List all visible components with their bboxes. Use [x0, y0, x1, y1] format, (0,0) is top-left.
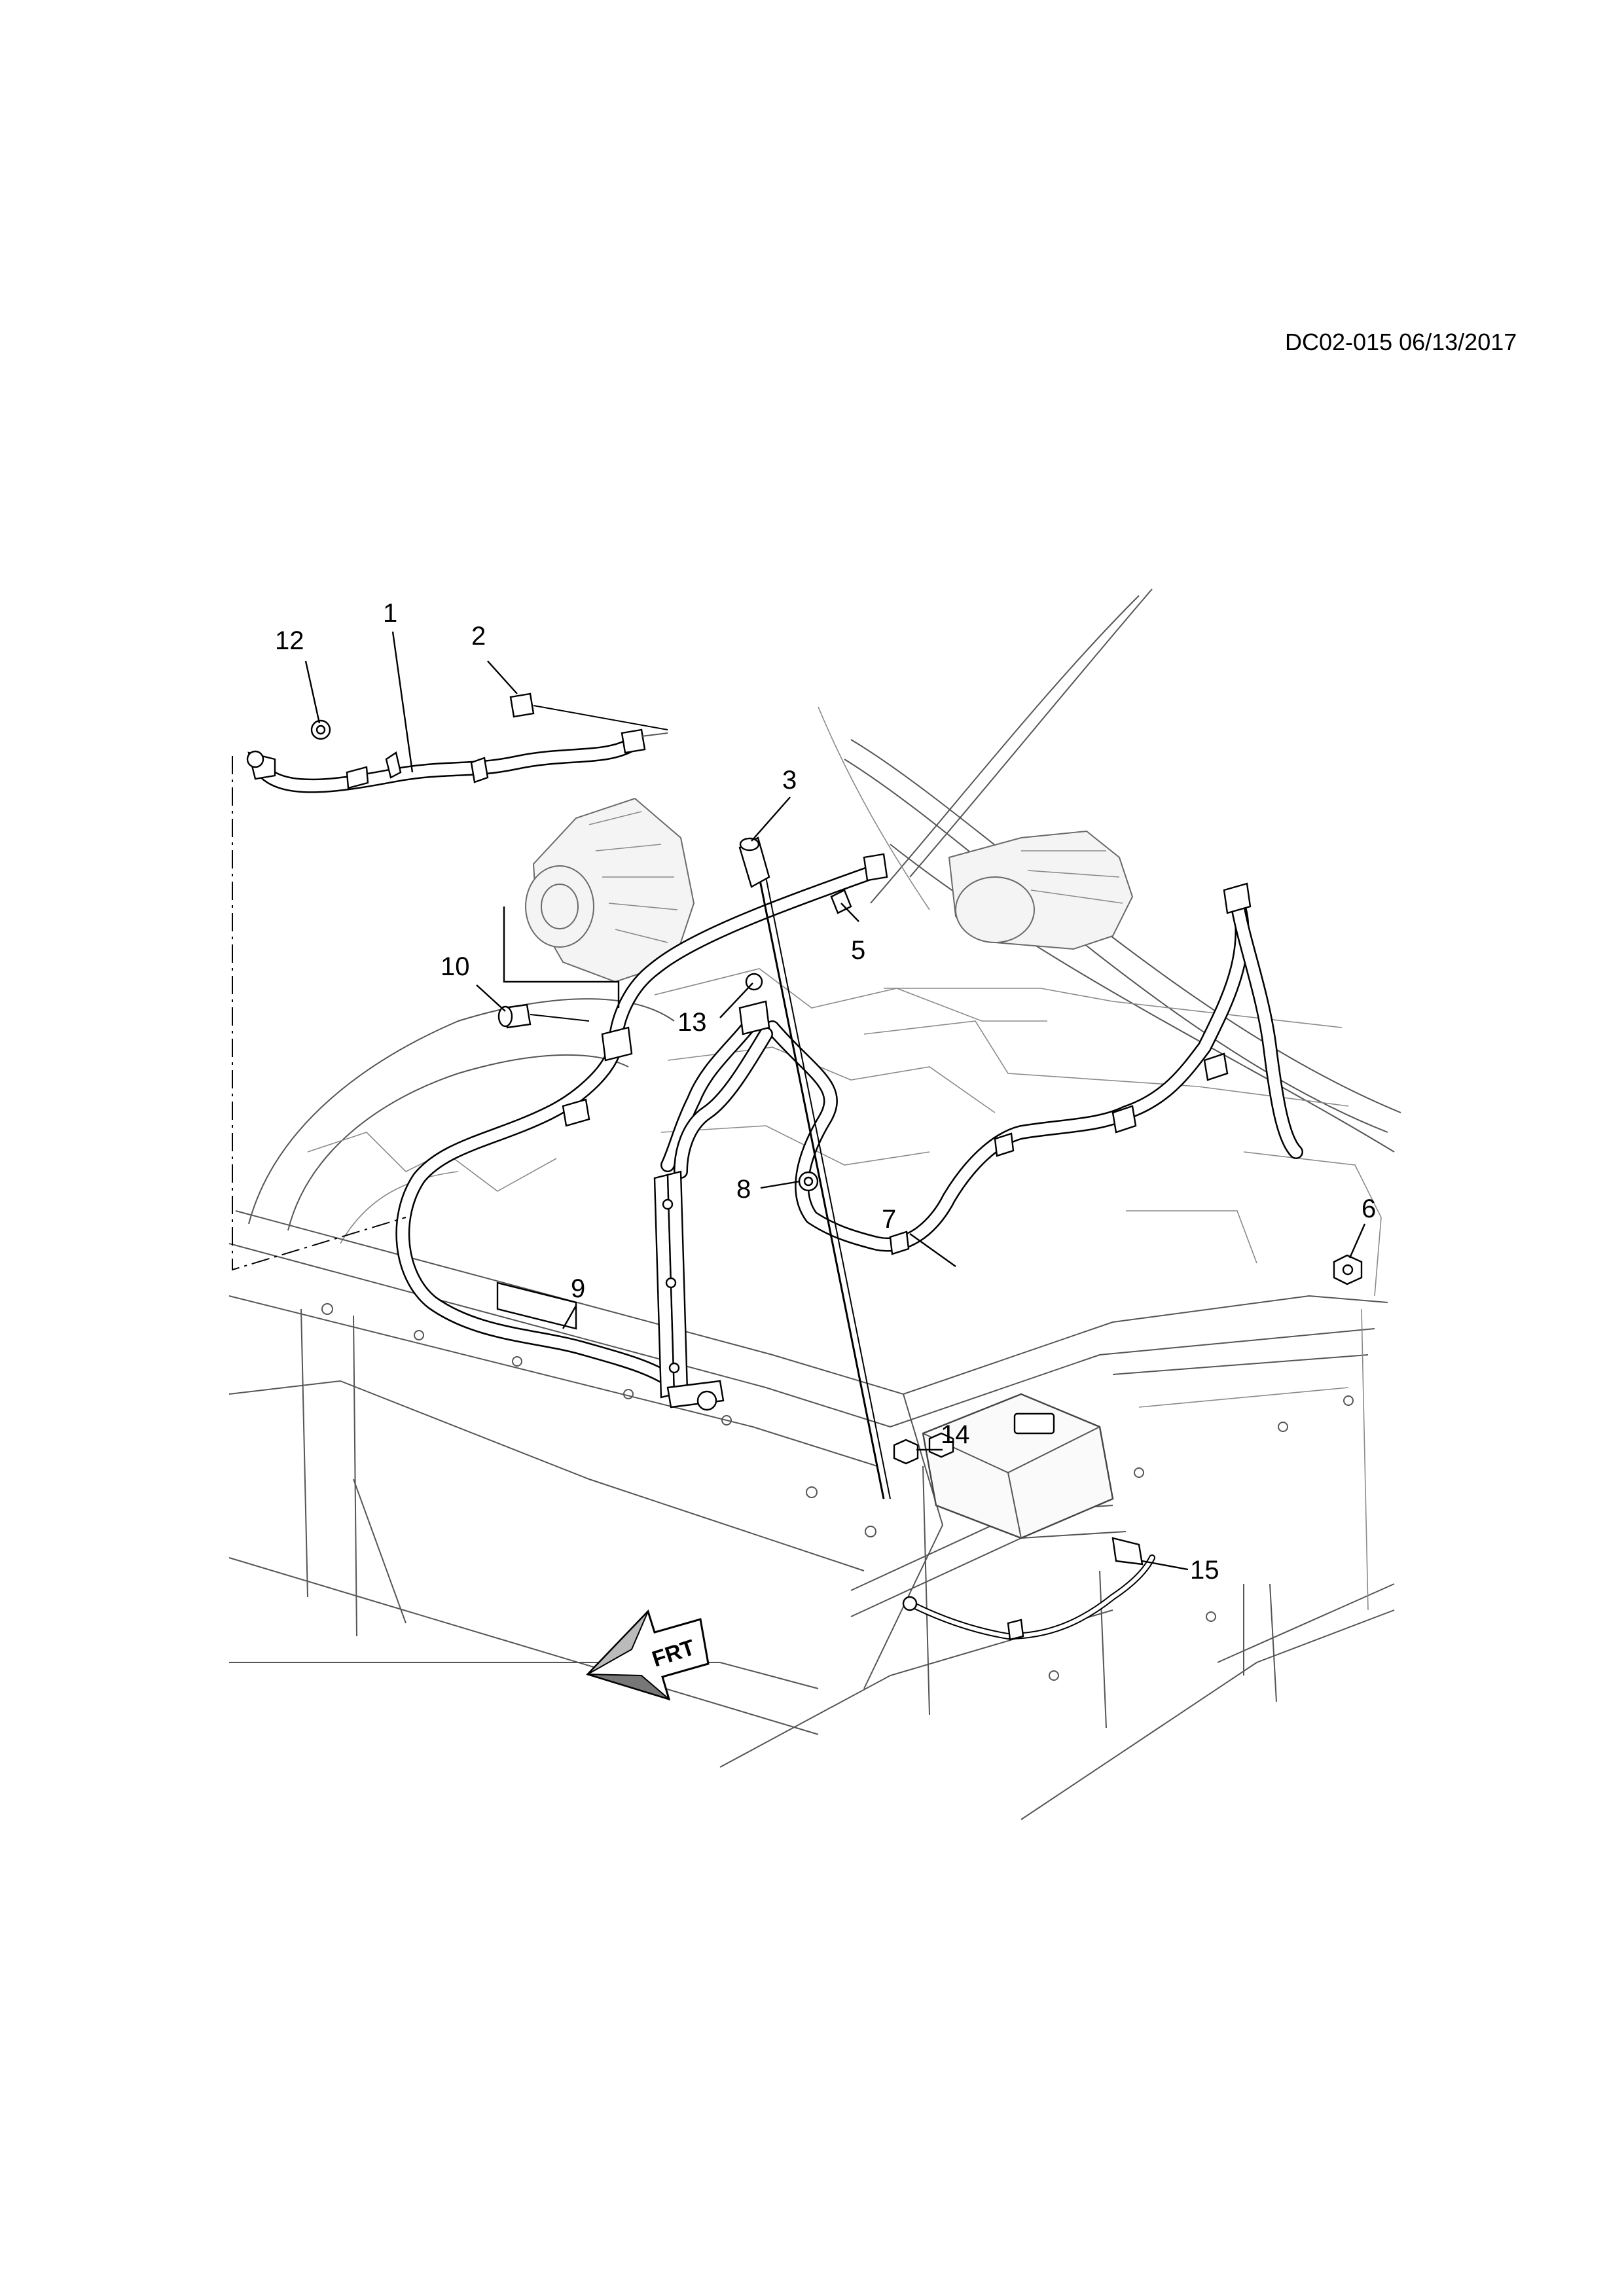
callout-13: 13 [677, 1008, 707, 1037]
callout-15: 15 [1190, 1556, 1219, 1585]
starter-ghost [948, 830, 1134, 950]
callout-9: 9 [571, 1274, 585, 1303]
fastener-6 [1333, 1254, 1363, 1285]
ground-stud-rod [738, 836, 891, 1499]
callout-2: 2 [471, 622, 486, 651]
harness-cable-13 [660, 1000, 773, 1179]
front-direction-arrow-icon: FRT [586, 1609, 710, 1701]
harness-cable-15 [902, 1537, 1155, 1641]
fastener-12 [310, 719, 331, 740]
harness-cable-1 [246, 728, 668, 793]
harness-cable-9 [395, 853, 888, 1395]
fastener-14 [893, 1432, 954, 1465]
fastener-8 [798, 1171, 819, 1192]
callout-8: 8 [736, 1175, 751, 1204]
harness-cable-7 [765, 882, 1303, 1255]
callout-1: 1 [383, 599, 397, 628]
leader-lines [304, 631, 1366, 1571]
battery-ghost [922, 1393, 1114, 1539]
callout-7: 7 [882, 1205, 896, 1234]
alternator-ghost [525, 797, 695, 983]
callout-6: 6 [1362, 1194, 1376, 1223]
vehicle-body-structure [228, 588, 1401, 1820]
fastener-2 [509, 692, 668, 730]
fastener-10 [497, 1003, 590, 1029]
callout-12: 12 [275, 626, 304, 655]
phantom-routing-line [232, 756, 406, 1271]
harness-bracket-rail [653, 1170, 725, 1411]
callout-5: 5 [851, 936, 865, 965]
callout-10: 10 [441, 952, 470, 981]
alternator-bracket-line [503, 906, 620, 1008]
document-id-date: DC02-015 06/13/2017 [1285, 329, 1517, 355]
callout-3: 3 [782, 766, 797, 795]
callout-14: 14 [941, 1420, 970, 1449]
callout-labels: 12 1 2 3 10 5 13 8 7 6 9 14 15 [275, 599, 1376, 1585]
